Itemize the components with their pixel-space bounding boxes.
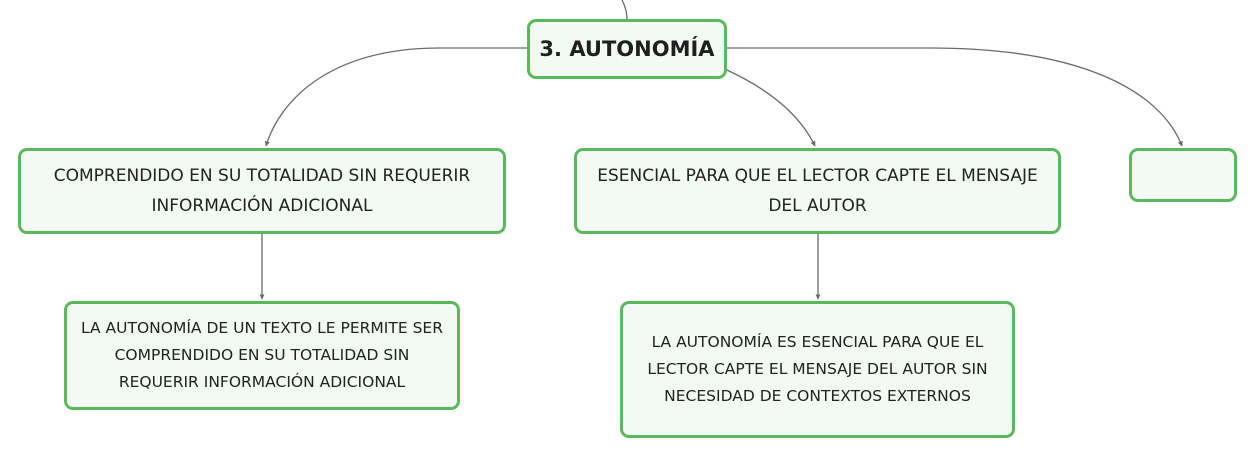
child-node-1-label: LA AUTONOMÍA DE UN TEXTO LE PERMITE SER …	[81, 319, 443, 391]
child-node-2-label: LA AUTONOMÍA ES ESENCIAL PARA QUE EL LEC…	[647, 333, 988, 405]
connector-root-to-branch-3	[727, 47, 1183, 147]
child-node-1[interactable]: LA AUTONOMÍA DE UN TEXTO LE PERMITE SER …	[64, 301, 460, 410]
connector-root-to-branch-2	[726, 69, 816, 147]
child-node-2[interactable]: LA AUTONOMÍA ES ESENCIAL PARA QUE EL LEC…	[620, 301, 1015, 438]
branch-node-1[interactable]: COMPRENDIDO EN SU TOTALIDAD SIN REQUERIR…	[18, 148, 506, 234]
root-topic-label: 3. AUTONOMÍA	[539, 37, 715, 61]
root-topic-node[interactable]: 3. AUTONOMÍA	[527, 19, 727, 79]
branch-node-3-empty[interactable]	[1129, 148, 1237, 202]
branch-node-2-label: ESENCIAL PARA QUE EL LECTOR CAPTE EL MEN…	[597, 166, 1038, 216]
branch-node-1-label: COMPRENDIDO EN SU TOTALIDAD SIN REQUERIR…	[53, 166, 471, 216]
branch-node-2[interactable]: ESENCIAL PARA QUE EL LECTOR CAPTE EL MEN…	[574, 148, 1061, 234]
incoming-connector	[621, 0, 628, 20]
connector-root-to-branch-1	[264, 47, 527, 147]
